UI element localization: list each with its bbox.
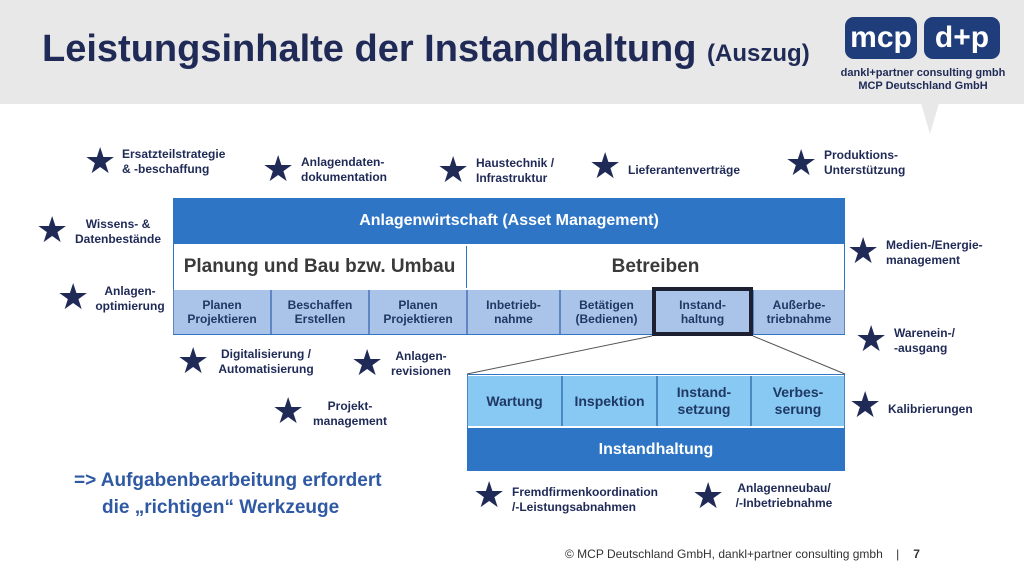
star-icon: ★ xyxy=(785,142,818,183)
maint-instandsetzung: Instand-setzung xyxy=(657,376,751,426)
item-label-haustechnik: Haustechnik /Infrastruktur xyxy=(476,156,555,185)
star-icon: ★ xyxy=(84,140,117,181)
logo-caption-1: dankl+partner consulting gmbh xyxy=(840,67,1006,79)
star-icon: ★ xyxy=(849,384,882,425)
conclusion-line-2: die „richtigen“ Werkzeuge xyxy=(102,497,340,518)
star-icon: ★ xyxy=(351,342,384,383)
step-ausserbetriebnahme: Außerbe-triebnahme xyxy=(753,290,845,334)
mcp-logo: mcp xyxy=(845,17,917,59)
item-label-optimierung: Anlagen-optimierung xyxy=(95,284,165,313)
step-inbetriebnahme: Inbetrieb-nahme xyxy=(467,290,560,334)
item-label-kalibrierungen: Kalibrierungen xyxy=(888,402,973,416)
star-icon: ★ xyxy=(473,474,506,515)
item-label-medien: Medien-/Energie-management xyxy=(886,238,983,267)
star-icon: ★ xyxy=(262,148,295,189)
star-icon: ★ xyxy=(437,149,470,190)
conclusion-text: => Aufgabenbearbeitung erfordert die „ri… xyxy=(74,467,382,521)
item-label-warenein: Warenein-/-ausgang xyxy=(894,326,955,355)
asset-management-bar: Anlagenwirtschaft (Asset Management) xyxy=(173,198,845,244)
item-label-lieferanten: Lieferantenverträge xyxy=(628,163,741,177)
star-icon: ★ xyxy=(36,209,69,250)
dp-logo-text: d+p xyxy=(934,21,990,54)
dp-logo: d+p xyxy=(924,17,1000,59)
star-icon: ★ xyxy=(177,340,210,381)
item-label-projekt: Projekt-management xyxy=(312,399,388,428)
maint-wartung: Wartung xyxy=(467,376,562,426)
phase-planung: Planung und Bau bzw. Umbau xyxy=(174,246,465,288)
footer-copyright: © MCP Deutschland GmbH, dankl+partner co… xyxy=(565,547,883,561)
item-label-revisionen: Anlagen-revisionen xyxy=(390,349,452,378)
item-label-produktion: Produktions-Unterstützung xyxy=(824,148,906,177)
header-bubble-tail xyxy=(920,100,940,134)
item-label-wissen: Wissens- &Datenbestände xyxy=(74,217,162,246)
star-icon: ★ xyxy=(272,390,305,431)
footer: © MCP Deutschland GmbH, dankl+partner co… xyxy=(565,547,920,561)
phase-divider xyxy=(466,246,467,288)
star-icon: ★ xyxy=(589,145,622,186)
item-label-anlagendaten: Anlagendaten-dokumentation xyxy=(301,155,387,184)
maint-verbesserung: Verbes-serung xyxy=(751,376,845,426)
item-label-digitalisierung: Digitalisierung /Automatisierung xyxy=(218,347,314,376)
page-title: Leistungsinhalte der Instandhaltung (Aus… xyxy=(42,28,810,71)
title-suffix: (Auszug) xyxy=(707,40,810,67)
title-main: Leistungsinhalte der Instandhaltung xyxy=(42,28,697,70)
item-label-fremdfirmen: Fremdfirmenkoordination/-Leistungsabnahm… xyxy=(512,485,659,514)
mcp-logo-text: mcp xyxy=(850,21,912,54)
maint-inspektion: Inspektion xyxy=(562,376,657,426)
star-icon: ★ xyxy=(692,475,725,516)
page-number: 7 xyxy=(913,547,920,561)
phase-betreiben: Betreiben xyxy=(467,246,844,288)
step-instandhaltung-highlight: Instand-haltung xyxy=(652,287,753,336)
step-betaetigen: Betätigen(Bedienen) xyxy=(560,290,653,334)
item-label-anlagenneubau: Anlagenneubau//-Inbetriebnahme xyxy=(735,481,833,510)
item-label-ersatzteil: Ersatzteilstrategie& -beschaffung xyxy=(122,147,226,176)
footer-separator: | xyxy=(896,547,900,561)
star-icon: ★ xyxy=(855,318,888,359)
logo-caption-2: MCP Deutschland GmbH xyxy=(858,80,988,92)
maintenance-bar: Instandhaltung xyxy=(467,428,845,471)
star-icon: ★ xyxy=(847,230,880,271)
star-icon: ★ xyxy=(57,276,90,317)
conclusion-line-1: => Aufgabenbearbeitung erfordert xyxy=(74,470,382,491)
